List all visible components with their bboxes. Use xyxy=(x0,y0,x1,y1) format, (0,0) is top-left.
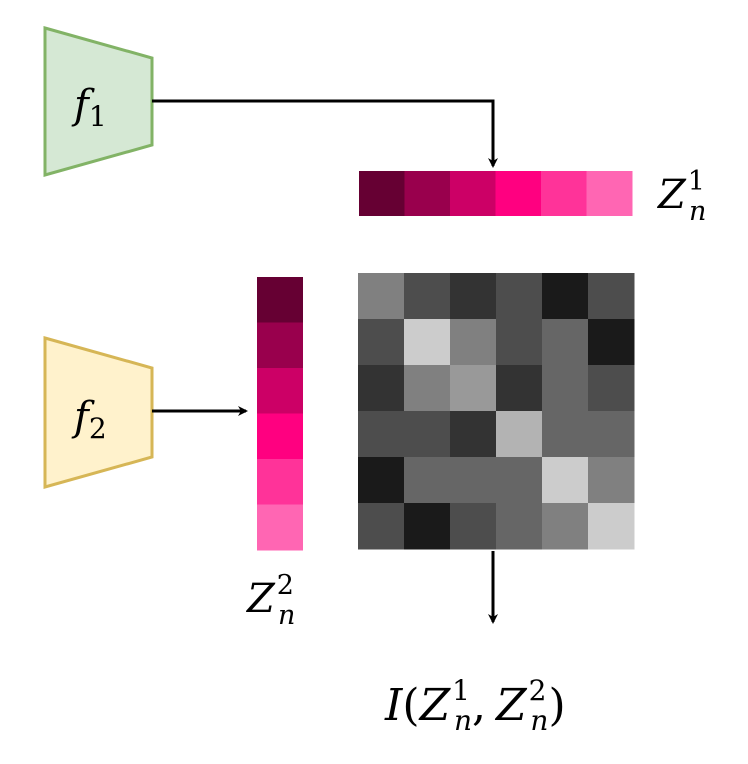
matrix-cell xyxy=(588,411,635,458)
matrix-cell xyxy=(358,503,405,550)
matrix-cell xyxy=(496,411,543,458)
encoder-f1-label: f1 xyxy=(71,82,107,133)
z2-cell xyxy=(257,504,303,551)
matrix-cell xyxy=(358,457,405,504)
z2-cell xyxy=(257,277,303,323)
matrix-cell xyxy=(450,503,497,550)
matrix-cell xyxy=(542,411,589,458)
matrix-cell xyxy=(450,319,497,366)
z1-cell xyxy=(541,171,587,216)
z1-subscript: n xyxy=(689,196,706,227)
z2-cell xyxy=(257,322,303,369)
matrix-cell xyxy=(588,503,635,550)
matrix-cell xyxy=(588,365,635,412)
encoder-f2-block xyxy=(43,336,154,489)
matrix-cell xyxy=(450,411,497,458)
z2-cell xyxy=(257,413,303,460)
matrix-cell xyxy=(358,411,405,458)
z2-embedding-vector xyxy=(257,277,303,551)
matrix-cell xyxy=(496,273,543,320)
matrix-cell xyxy=(588,319,635,366)
interaction-matrix xyxy=(358,273,635,550)
matrix-cell xyxy=(542,503,589,550)
matrix-cell xyxy=(404,365,451,412)
matrix-cell xyxy=(358,319,405,366)
matrix-cell xyxy=(358,273,405,320)
matrix-cell xyxy=(404,319,451,366)
matrix-cell xyxy=(542,273,589,320)
matrix-cell xyxy=(542,319,589,366)
matrix-cell xyxy=(496,503,543,550)
matrix-cell xyxy=(542,457,589,504)
matrix-cell xyxy=(404,273,451,320)
z1-cell xyxy=(495,171,542,216)
z1-superscript: 1 xyxy=(688,166,705,197)
matrix-cell xyxy=(358,365,405,412)
z1-cell xyxy=(450,171,496,216)
z1-cell xyxy=(359,171,405,216)
matrix-cell xyxy=(496,319,543,366)
matrix-cell xyxy=(588,273,635,320)
z2-cell xyxy=(257,368,303,414)
matrix-cell xyxy=(404,503,451,550)
z2-subscript: n xyxy=(278,600,295,631)
encoder-f1-block xyxy=(43,26,154,177)
matrix-cell xyxy=(496,457,543,504)
encoder-f1-subscript: 1 xyxy=(89,100,107,133)
z2-superscript: 2 xyxy=(277,570,294,601)
matrix-cell xyxy=(496,365,543,412)
z1-cell xyxy=(404,171,451,216)
matrix-cell xyxy=(404,411,451,458)
matrix-cell xyxy=(588,457,635,504)
matrix-cell xyxy=(450,365,497,412)
matrix-cell xyxy=(404,457,451,504)
z1-cell xyxy=(586,171,633,216)
encoder-f2-subscript: 2 xyxy=(89,412,107,445)
arrow-f1-to-z1 xyxy=(152,99,498,168)
matrix-cell xyxy=(542,365,589,412)
matrix-cell xyxy=(450,457,497,504)
z2-cell xyxy=(257,459,303,505)
z1-embedding-vector xyxy=(359,171,633,216)
matrix-cell xyxy=(450,273,497,320)
